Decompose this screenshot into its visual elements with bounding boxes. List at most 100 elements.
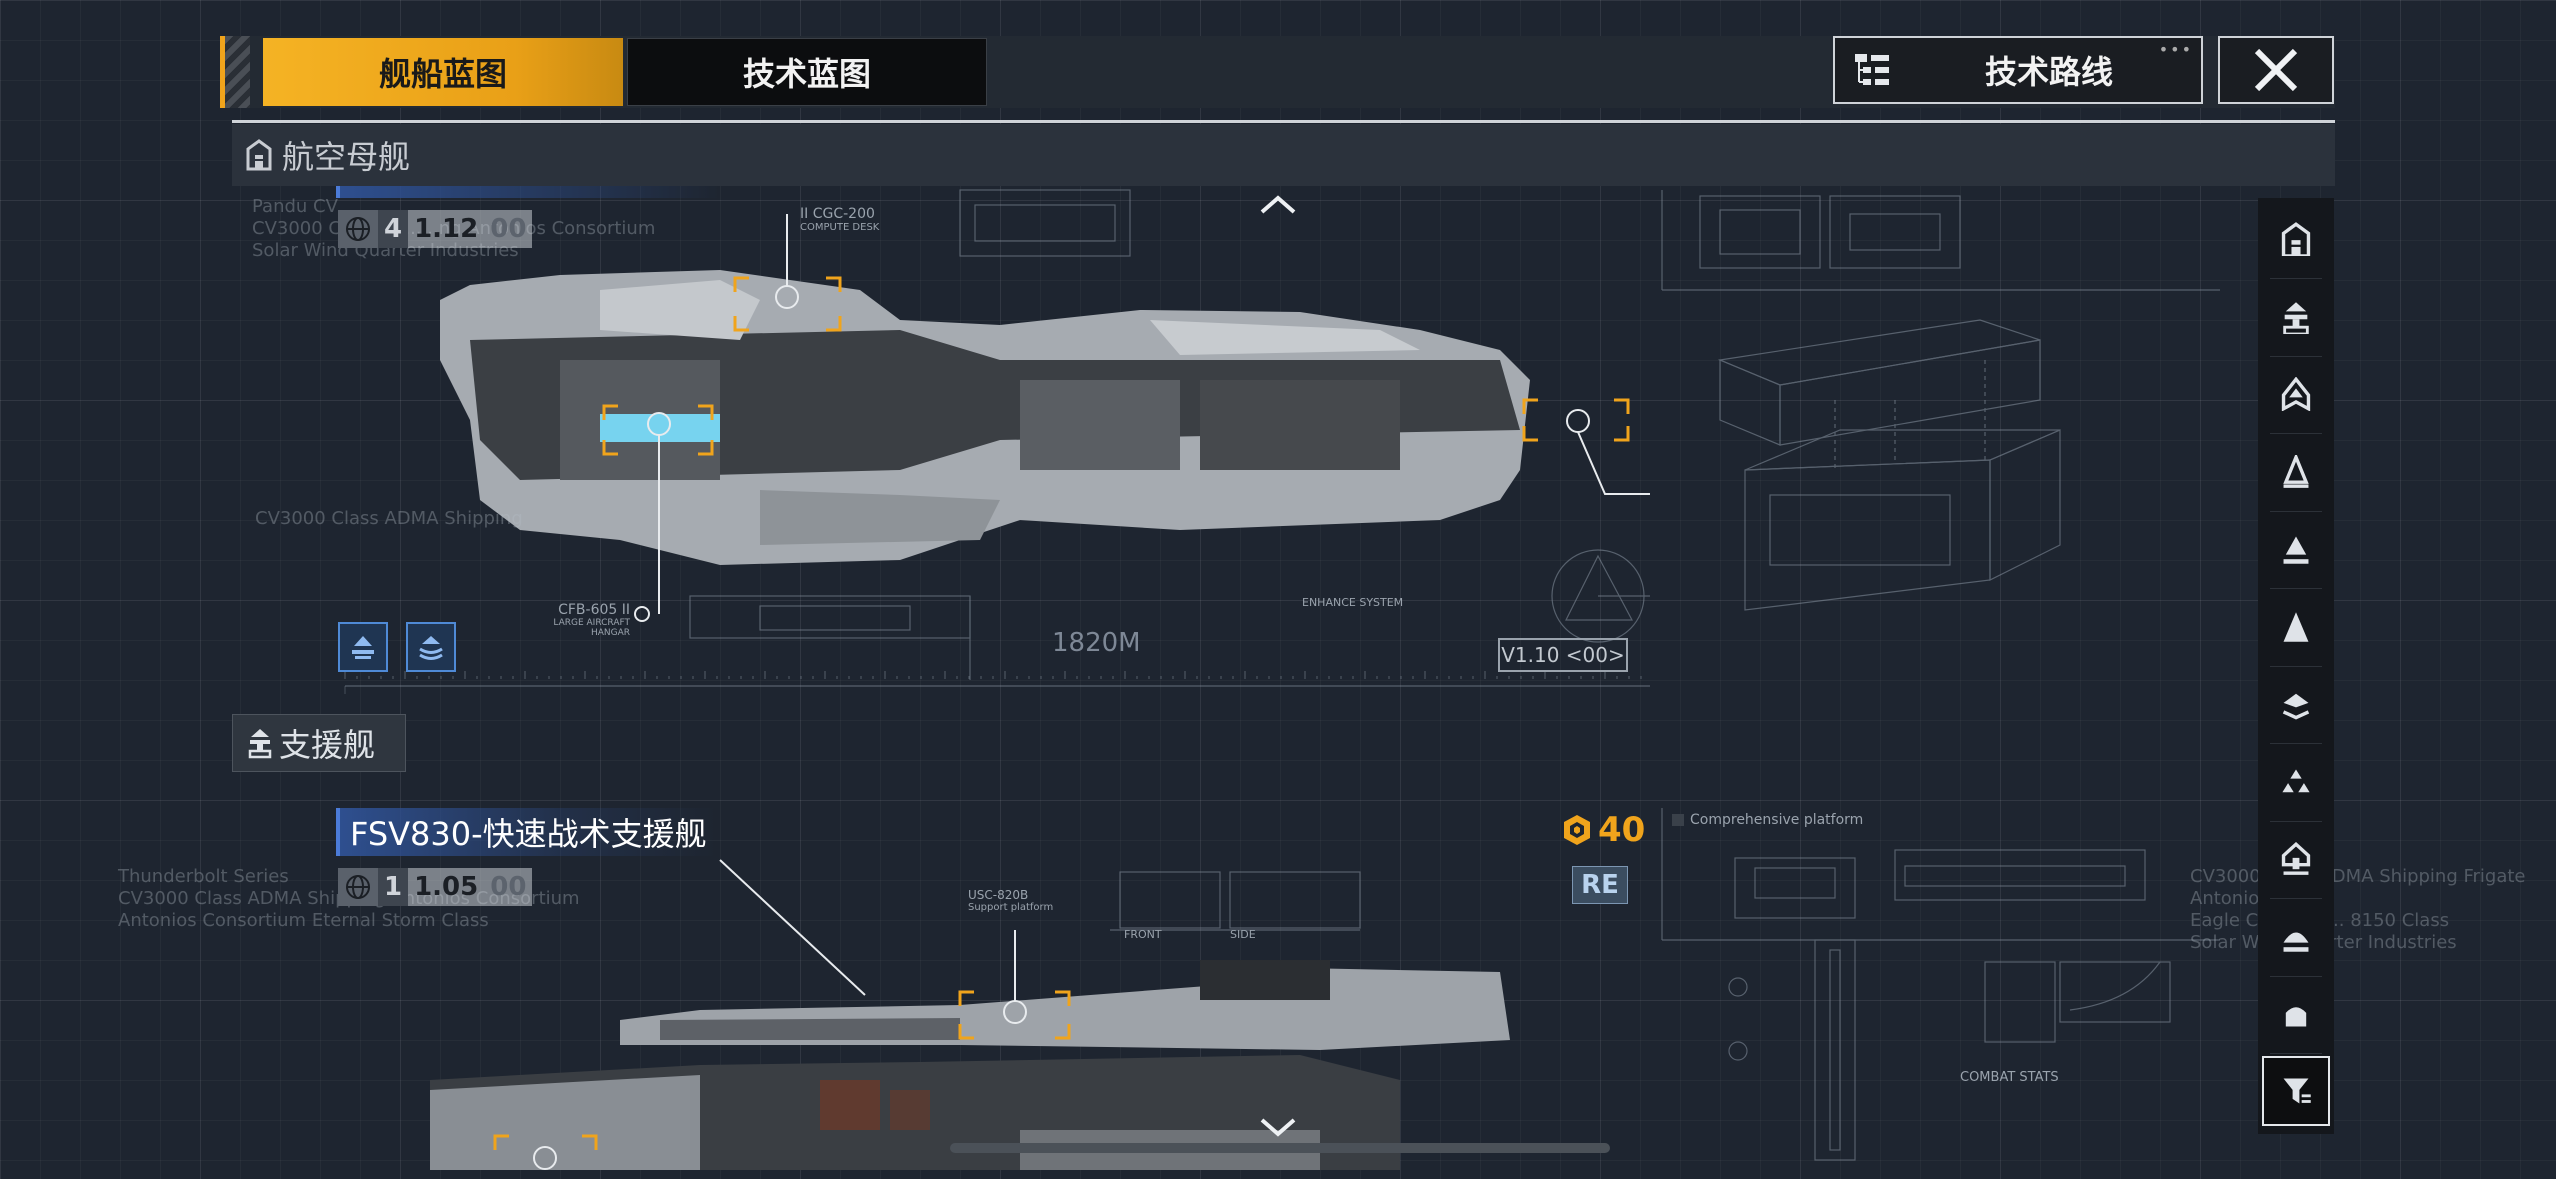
tech-route-label: 技术路线 <box>1985 53 2114 91</box>
side-nav-separator <box>2270 898 2322 899</box>
version-level: 4 <box>378 210 409 248</box>
support-caption-1: Thunderbolt Series <box>118 866 289 887</box>
section-header-carrier: 航空母舰 <box>232 124 2335 186</box>
tab-ship-blueprint[interactable]: 舰船蓝图 <box>263 38 623 106</box>
nav-other-icon <box>2285 1007 2307 1027</box>
tree-list-icon <box>1855 54 1889 85</box>
module-bottom-sub: LARGE AIRCRAFT HANGAR <box>553 618 630 638</box>
support-module-label: USC-820B Support platform <box>968 888 1053 913</box>
nav-fighter-icon <box>2282 769 2310 792</box>
close-icon <box>2254 48 2298 92</box>
carrier-ability-icon-2 <box>419 636 443 660</box>
carrier-ability-icon-1 <box>352 636 374 659</box>
version-decimals: 00 <box>490 214 527 244</box>
side-nav-item-9[interactable] <box>2262 824 2330 894</box>
globe-icon <box>338 868 378 906</box>
module-bottom-label: CFB-605 II <box>558 602 630 618</box>
side-nav-separator <box>2270 355 2322 357</box>
side-nav-item-12[interactable] <box>2262 1056 2330 1126</box>
side-nav-item-6[interactable] <box>2262 592 2330 662</box>
side-nav-item-4[interactable] <box>2262 437 2330 507</box>
carrier-system-label: ENHANCE SYSTEM <box>1302 596 1404 609</box>
route-dots-decor: ••• <box>2158 40 2193 59</box>
carrier-ability-2[interactable] <box>406 622 456 672</box>
version-number: 1.05 <box>414 872 479 902</box>
support-combat-label: COMBAT STATS <box>1960 1070 2059 1085</box>
carrier-module-bottom: CFB-605 II LARGE AIRCRAFT HANGAR <box>524 602 630 638</box>
module-top-sub: COMPUTE DESK <box>800 222 880 233</box>
side-nav-item-5[interactable] <box>2262 514 2330 584</box>
horizontal-scrollbar[interactable] <box>950 1143 1610 1153</box>
cost-value: 40 <box>1598 810 1646 850</box>
carrier-class-icon <box>246 139 272 171</box>
support-cost: 40 <box>1560 810 1645 850</box>
nav-corvette-icon <box>2282 693 2310 720</box>
tech-route-button[interactable]: 技术路线 ••• <box>1833 36 2203 104</box>
module-top-label: II CGC-200 <box>800 206 875 222</box>
side-nav-separator <box>2270 510 2322 512</box>
support-side-label: SIDE <box>1230 928 1256 941</box>
side-nav-item-10[interactable] <box>2262 902 2330 972</box>
side-nav-item-8[interactable] <box>2262 747 2330 817</box>
support-ship-title[interactable]: FSV830-快速战术支援舰 <box>336 808 717 856</box>
module-sub: Support platform <box>968 902 1054 913</box>
close-button[interactable] <box>2218 36 2334 104</box>
nav-module-icon <box>2283 931 2309 952</box>
support-caption-r1: CV3000 Class ADMA Shipping Frigate Anton… <box>2190 866 2526 909</box>
section-title-carrier: 航空母舰 <box>282 138 411 176</box>
comp-label: Comprehensive platform <box>1690 812 1864 828</box>
carrier-version-box: V1.10 <00> <box>1498 638 1628 672</box>
globe-icon <box>338 210 378 248</box>
version-decimals: 00 <box>490 872 527 902</box>
scroll-up-arrow[interactable] <box>1258 192 1298 222</box>
carrier-ability-1[interactable] <box>338 622 388 672</box>
section-header-support: 支援舰 <box>232 714 406 772</box>
cost-coin-icon <box>1564 815 1590 845</box>
scroll-down-arrow[interactable] <box>1258 1114 1298 1144</box>
nav-battleship-icon <box>2281 377 2311 411</box>
side-nav-separator <box>2270 433 2322 434</box>
comp-checkbox-icon <box>1672 814 1684 826</box>
carrier-version-badge: 4 1.12 00 <box>338 210 533 248</box>
carrier-length-label: 1820M <box>1052 628 1141 658</box>
side-nav-separator <box>2270 588 2322 589</box>
version-level: 1 <box>378 868 409 906</box>
support-comp-label: Comprehensive platform <box>1672 812 1863 828</box>
carrier-caption-1: Pandu CV <box>252 196 338 217</box>
nav-support-icon <box>2283 301 2309 334</box>
support-caption-right: CV3000 Class ADMA Shipping Frigate Anton… <box>2190 866 2556 954</box>
version-number: 1.12 <box>414 214 479 244</box>
support-front-label: FRONT <box>1124 928 1162 941</box>
side-nav-separator <box>2270 278 2322 279</box>
nav-filter-icon <box>2283 1078 2311 1104</box>
support-caption-3: Antonios Consortium Eternal Storm Class <box>118 910 489 931</box>
side-nav-separator <box>2270 975 2322 977</box>
side-nav-item-3[interactable] <box>2262 359 2330 429</box>
side-nav-item-7[interactable] <box>2262 669 2330 739</box>
section-divider <box>232 120 2335 123</box>
support-version-badge: 1 1.05 00 <box>338 868 533 906</box>
side-nav-item-11[interactable] <box>2262 979 2330 1049</box>
section-title-support: 支援舰 <box>279 726 376 764</box>
rarity-badge: RE <box>1572 866 1628 904</box>
module-label: USC-820B <box>968 888 1029 902</box>
support-class-icon <box>248 729 272 759</box>
nav-cruiser-icon <box>2283 454 2309 488</box>
carrier-caption-mid: CV3000 Class ADMA Shipping <box>255 508 523 529</box>
carrier-module-top: II CGC-200 COMPUTE DESK <box>800 206 879 233</box>
support-caption-r2: Eagle Class ........ 8150 Class <box>2190 910 2450 931</box>
chevron-up-icon <box>1260 195 1296 214</box>
side-nav-separator <box>2270 1053 2322 1054</box>
nav-destroyer-icon <box>2283 536 2309 564</box>
nav-frigate-icon <box>2283 611 2309 642</box>
side-nav-item-1[interactable] <box>2262 204 2330 274</box>
nav-carrier-icon <box>2281 222 2311 256</box>
side-nav-separator <box>2270 820 2322 822</box>
side-nav-item-2[interactable] <box>2262 282 2330 352</box>
nav-station-icon <box>2281 842 2311 875</box>
top-bar-accent <box>220 36 250 108</box>
support-caption-r3: Solar Wind Quarter Industries <box>2190 932 2457 953</box>
tab-tech-blueprint[interactable]: 技术蓝图 <box>627 38 987 106</box>
